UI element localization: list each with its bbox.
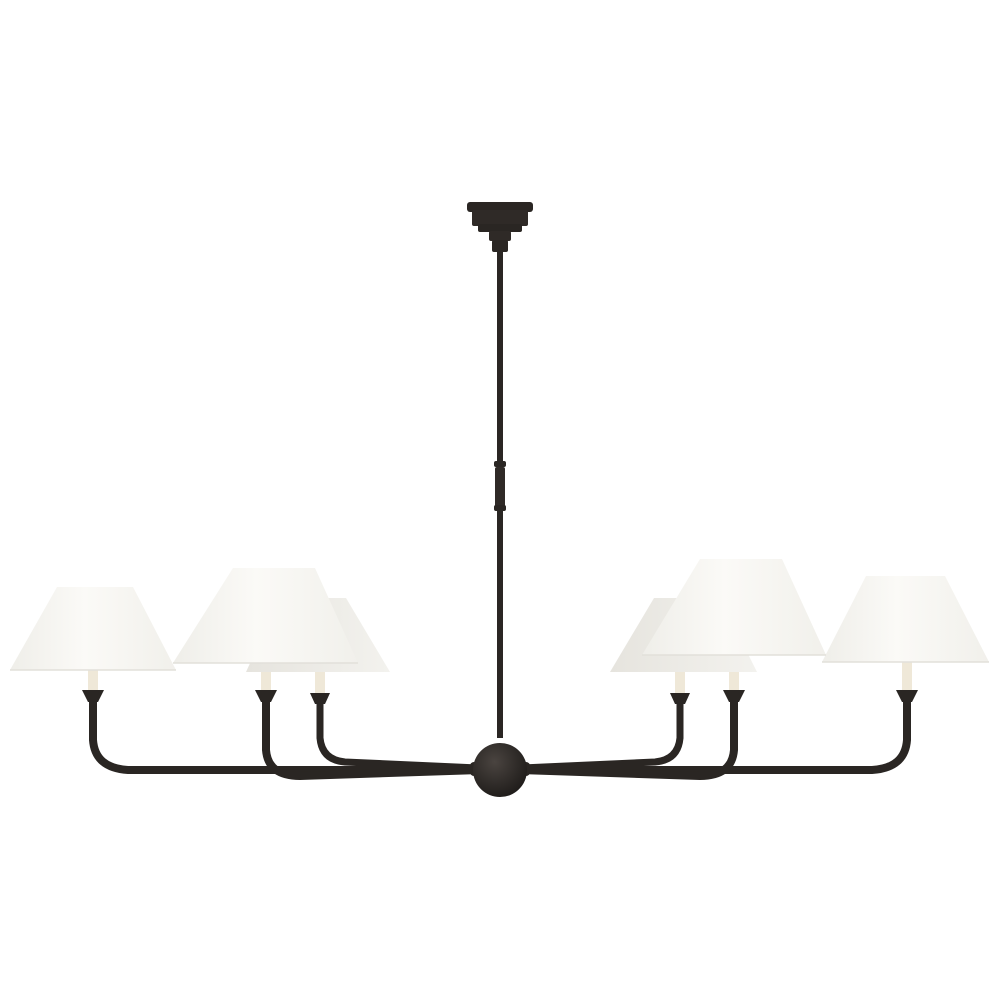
downrod xyxy=(494,252,506,738)
arms-back xyxy=(316,700,684,772)
lamp-shades-front xyxy=(10,559,989,670)
canopy xyxy=(467,202,533,252)
lamp-shade xyxy=(822,576,989,662)
lamp-shade xyxy=(173,568,358,663)
arms-front xyxy=(262,698,738,781)
center-ball xyxy=(470,743,530,797)
lamp-shade xyxy=(642,559,826,655)
shade-edges xyxy=(10,654,989,671)
candle-cups xyxy=(82,690,918,704)
lamp-shade xyxy=(10,587,176,670)
arms-outer xyxy=(89,698,911,774)
